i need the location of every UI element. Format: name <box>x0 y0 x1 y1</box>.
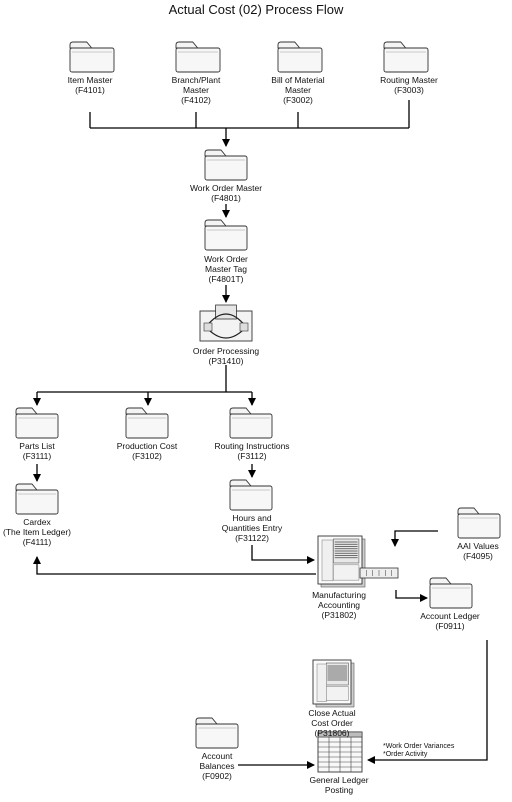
diagram-title: Actual Cost (02) Process Flow <box>168 2 344 17</box>
account-balances-folder-icon <box>195 717 239 749</box>
hours-quantities-label-line: Hours and <box>232 513 272 523</box>
cardex-label-line: (The Item Ledger) <box>2 527 72 537</box>
hours-quantities-label-line: (F31122) <box>235 533 269 543</box>
account-ledger-label-line: (F0911) <box>435 621 465 631</box>
parts-list-label-line: Parts List <box>19 441 55 451</box>
account-balances-label-line: (F0902) <box>202 771 232 781</box>
branch-plant-master-label-line: (F4102) <box>181 95 211 105</box>
parts-list-label: Parts List(F3111) <box>0 441 107 461</box>
routing-master-label-line: (F3003) <box>394 85 424 95</box>
item-master-folder-icon <box>69 41 115 73</box>
bom-master-label-line: Bill of Material <box>271 75 325 85</box>
account-ledger-folder-icon <box>429 577 473 609</box>
manufacturing-accounting-toolbar-toolbar-icon <box>359 567 399 579</box>
aai-values-folder-icon <box>457 507 501 539</box>
general-ledger-posting-ledger-icon <box>317 731 363 773</box>
branch-plant-master-folder-icon <box>175 41 221 73</box>
item-master-label: Item Master(F4101) <box>20 75 160 95</box>
bom-master-folder-icon <box>277 41 323 73</box>
gl-posting-note: *Order Activity <box>383 751 428 758</box>
work-order-master-tag-label-line: Master Tag <box>205 264 247 274</box>
bom-master-label-line: Master <box>285 85 311 95</box>
routing-master-folder-icon <box>383 41 429 73</box>
routing-instructions-folder-icon <box>229 407 273 439</box>
order-processing-label-line: (P31410) <box>208 356 244 366</box>
mfg-to-account-ledger-arrow <box>395 590 428 602</box>
production-cost-label-line: (F3102) <box>132 451 162 461</box>
cardex-folder-icon <box>15 483 59 515</box>
mfg-to-cardex-arrow <box>33 556 316 575</box>
manufacturing-accounting-label-line: (P31802) <box>321 610 357 620</box>
manufacturing-accounting-label-line: Accounting <box>317 600 361 610</box>
manufacturing-accounting-label-line: Manufacturing <box>312 590 366 600</box>
hours-quantities-folder-icon <box>229 479 273 511</box>
work-order-master-label-line: (F4801) <box>211 193 241 203</box>
item-master-label-line: (F4101) <box>75 85 105 95</box>
work-order-master-folder-icon <box>204 149 248 181</box>
cardex-label: Cardex(The Item Ledger)(F4111) <box>0 517 107 547</box>
routing-instructions-label-line: Routing Instructions <box>214 441 290 451</box>
cardex-label-line: Cardex <box>23 517 51 527</box>
parts-list-label-line: (F3111) <box>22 451 52 461</box>
routing-instructions-label-line: (F3112) <box>237 451 267 461</box>
work-order-master-label: Work Order Master(F4801) <box>156 183 296 203</box>
routing-master-label: Routing Master(F3003) <box>339 75 479 95</box>
order-processing-process-icon <box>199 304 253 342</box>
item-master-label-line: Item Master <box>67 75 113 85</box>
close-actual-cost-order-label-line: Cost Order <box>311 718 353 728</box>
production-cost-folder-icon <box>125 407 169 439</box>
work-order-master-tag-label-line: (F4801T) <box>208 274 244 284</box>
account-ledger-label: Account Ledger(F0911) <box>380 611 512 631</box>
parts-list-folder-icon <box>15 407 59 439</box>
gl-posting-note: *Work Order Variances <box>383 743 455 750</box>
work-order-master-label-line: Work Order Master <box>189 183 263 193</box>
general-ledger-posting-label-line: Posting <box>324 785 354 795</box>
close-actual-cost-order-label-line: (P31806) <box>314 728 350 738</box>
production-cost-label: Production Cost(F3102) <box>77 441 217 461</box>
manufacturing-accounting-program-icon <box>317 535 366 588</box>
work-order-master-tag-folder-icon <box>204 219 248 251</box>
production-cost-label-line: Production Cost <box>116 441 178 451</box>
aai-values-label-line: (F4095) <box>463 551 493 561</box>
work-order-master-tag-label-line: Work Order <box>204 254 248 264</box>
account-balances-label-line: Balances <box>199 761 235 771</box>
account-ledger-to-gl-arrow <box>367 640 488 764</box>
account-ledger-label-line: Account Ledger <box>420 611 480 621</box>
bom-master-label-line: (F3002) <box>283 95 313 105</box>
gl-posting-notes: *Work Order Variances*Order Activity <box>383 743 454 759</box>
cardex-label-line: (F4111) <box>22 537 52 547</box>
order-processing-label-line: Order Processing <box>192 346 260 356</box>
branch-plant-master-label-line: Master <box>183 85 209 95</box>
order-processing-label: Order Processing(P31410) <box>156 346 296 366</box>
aai-values-label: AAI Values(F4095) <box>408 541 512 561</box>
close-actual-cost-order-program-icon <box>312 659 355 708</box>
hours-quantities-label-line: Quantities Entry <box>221 523 283 533</box>
aai-to-mfg-arrow <box>391 530 438 547</box>
close-actual-cost-order-label-line: Close Actual <box>308 708 356 718</box>
routing-master-label-line: Routing Master <box>380 75 438 85</box>
hours-to-mfg-arrow <box>251 545 315 564</box>
account-balances-label-line: Account <box>201 751 233 761</box>
routing-instructions-label: Routing Instructions(F3112) <box>182 441 322 461</box>
general-ledger-posting-label-line: General Ledger <box>309 775 369 785</box>
aai-values-label-line: AAI Values <box>457 541 499 551</box>
branch-plant-master-label-line: Branch/Plant <box>171 75 221 85</box>
